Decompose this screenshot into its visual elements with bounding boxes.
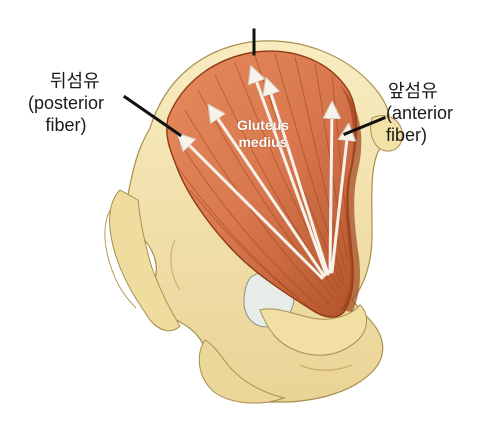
posterior-fiber-label: 뒤섬유 (posterior fiber) <box>28 70 104 136</box>
posterior-fiber-english-1: (posterior <box>28 93 105 113</box>
anterior-fiber-korean: 앞섬유 <box>388 81 438 101</box>
posterior-fiber-arrow-1 <box>182 138 324 280</box>
muscle-name-label: Gluteus medius <box>226 117 300 151</box>
posterior-fiber-korean: 뒤섬유 <box>50 71 100 91</box>
anterior-fiber-english-2: fiber) <box>386 125 428 145</box>
anterior-leader-line <box>343 116 386 136</box>
anterior-fiber-english-1: (anterior <box>386 103 454 123</box>
leader-lines <box>122 28 386 138</box>
posterior-leader-line <box>122 94 183 138</box>
posterior-fiber-english-2: fiber) <box>45 115 87 135</box>
muscle-name-line-1: Gluteus <box>236 117 290 133</box>
anterior-fiber-arrow-2 <box>330 130 348 274</box>
fiber-direction-arrows <box>182 72 348 280</box>
anterior-fiber-arrow-1 <box>330 108 332 274</box>
middle-fiber-arrow <box>253 72 328 276</box>
anterior-fiber-label: 앞섬유 (anterior fiber) <box>386 80 453 146</box>
posterior-fiber-arrow-2 <box>212 110 326 278</box>
muscle-name-line-2: medius <box>238 134 288 150</box>
middle-fiber-arrow-2 <box>268 84 330 276</box>
